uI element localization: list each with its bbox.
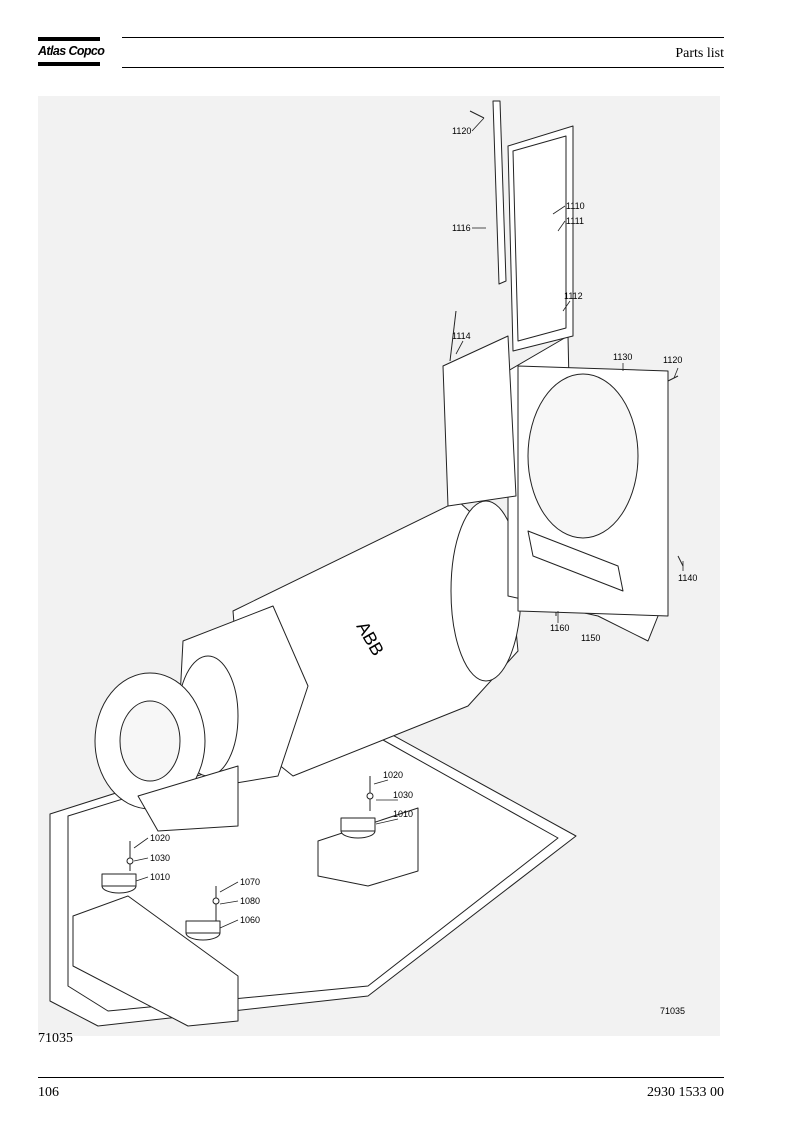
callout-label: 1120	[663, 355, 682, 365]
logo-bar-bottom	[38, 62, 100, 66]
page-number: 106	[38, 1085, 59, 1100]
footer-rule	[38, 1077, 724, 1078]
document-number: 2930 1533 00	[647, 1085, 724, 1100]
drawing-reference: 71035	[38, 1031, 73, 1046]
callout-label: 1110	[566, 201, 585, 211]
exploded-drawing: ABB 1120 1116 1110 1111 1112 1114 1130 1…	[38, 96, 720, 1036]
callout-label: 1020	[150, 833, 170, 843]
callout-labels: 1120 1116 1110 1111 1112 1114 1130 1120 …	[150, 126, 697, 1016]
callout-label: 1070	[240, 877, 260, 887]
callout-label: 1030	[393, 790, 413, 800]
callout-label: 1140	[678, 573, 697, 583]
atlas-copco-logo: Atlas Copco	[38, 37, 105, 67]
logo-bar-top	[38, 37, 100, 41]
electric-motor: ABB	[94, 500, 522, 832]
section-title: Parts list	[675, 46, 724, 61]
callout-label: 1020	[383, 770, 403, 780]
callout-label: 1010	[150, 872, 170, 882]
callout-label: 1150	[581, 633, 600, 643]
header-rule-top	[122, 37, 724, 38]
callout-label: 1010	[393, 809, 413, 819]
callout-label: 1111	[566, 216, 584, 226]
logo-wordmark: Atlas Copco	[38, 44, 105, 58]
callout-label: 1130	[613, 352, 632, 362]
callout-label: 1112	[564, 291, 583, 301]
callout-label: 1030	[150, 853, 170, 863]
callout-label: 1080	[240, 896, 260, 906]
bolts	[126, 110, 684, 921]
header-rule-bottom	[122, 67, 724, 68]
callout-label: 1160	[550, 623, 569, 633]
fan-shroud	[442, 335, 669, 642]
exploded-drawing-svg: ABB 1120 1116 1110 1111 1112 1114 1130 1…	[49, 100, 697, 1027]
rubber-mounts	[101, 817, 376, 941]
callout-label: 1120	[452, 126, 471, 136]
drawing-ref-inside: 71035	[660, 1006, 685, 1016]
upper-brackets	[492, 100, 574, 352]
callout-label: 1114	[452, 331, 471, 341]
callout-label: 1060	[240, 915, 260, 925]
leader-lines	[133, 117, 684, 929]
callout-label: 1116	[452, 223, 471, 233]
